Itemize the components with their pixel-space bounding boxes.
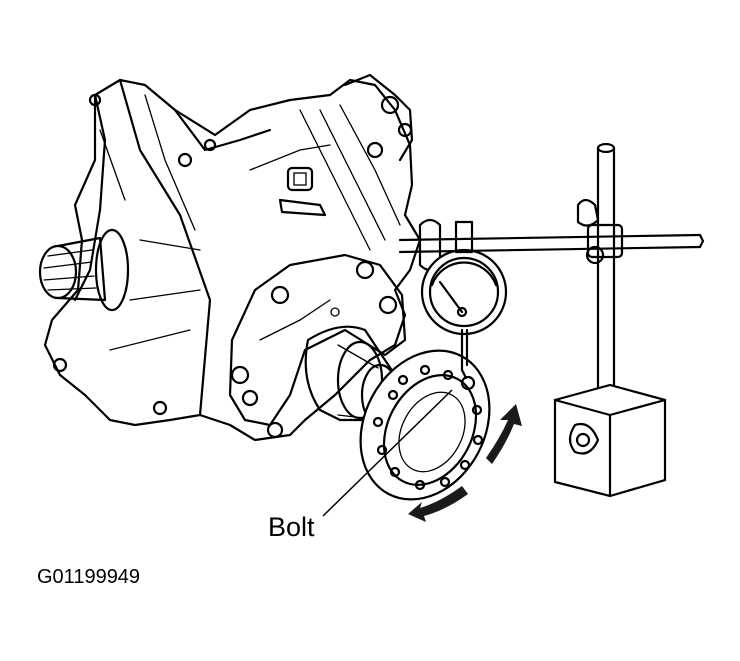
- transfer-case: [38, 73, 422, 442]
- bolt-callout-label: Bolt: [268, 512, 315, 542]
- companion-flange: [304, 325, 491, 501]
- bolt-leader-line: [322, 389, 453, 517]
- figure-code: G01199949: [37, 566, 141, 588]
- rotation-arrows: [408, 404, 522, 522]
- dial-indicator: [398, 142, 705, 498]
